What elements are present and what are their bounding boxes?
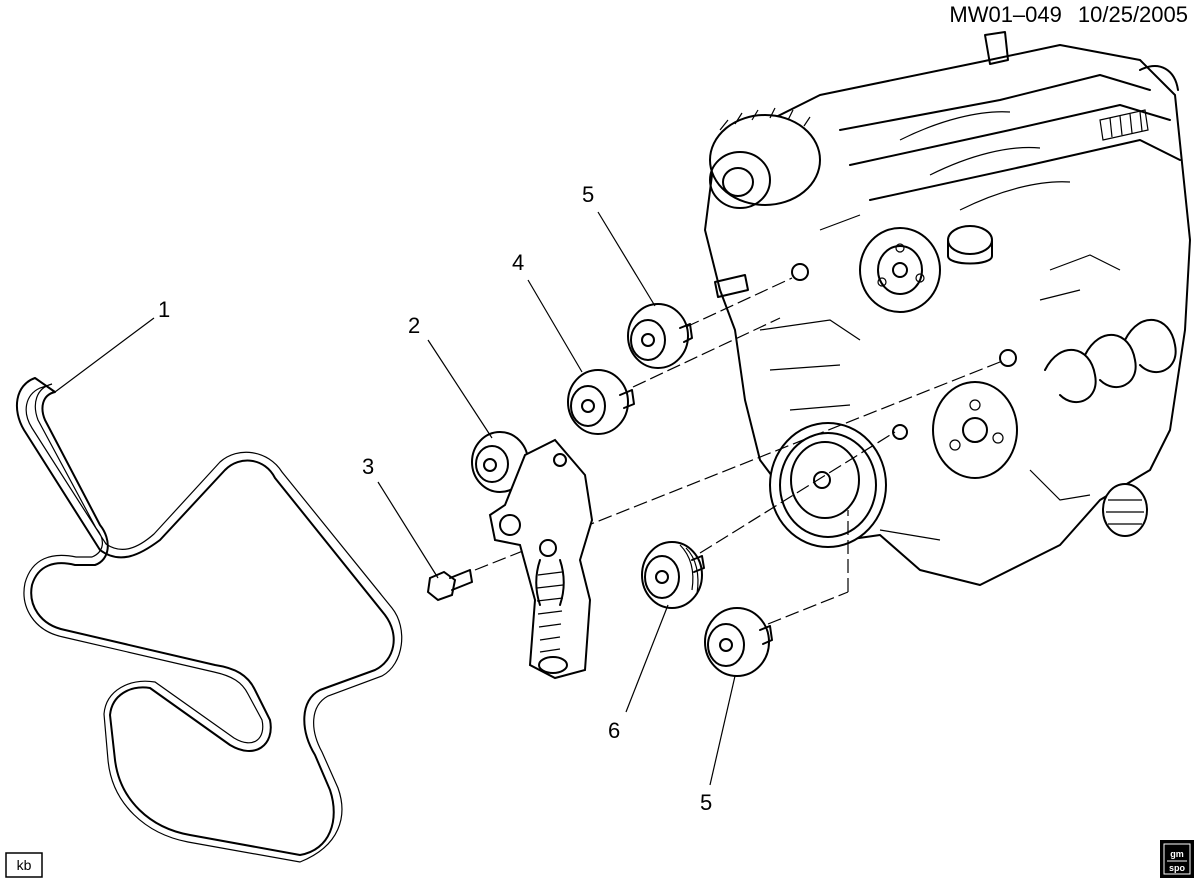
leader-6 [625, 604, 669, 713]
drawing-date: 10/25/2005 [1078, 2, 1188, 27]
gm-spo-logo: gm spo [1160, 840, 1194, 878]
drawing-code: MW01–049 [949, 2, 1062, 27]
corner-stamp: kb [5, 852, 43, 878]
leader-5-lower [709, 675, 736, 786]
tensioner-bolt [426, 569, 473, 602]
lower-idler-mount [892, 424, 908, 440]
intake-cover-slots [1099, 109, 1149, 141]
reservoir-cap [947, 225, 993, 265]
power-steering-pulley [859, 227, 941, 313]
leader-lines [54, 211, 736, 786]
intake-ridge-3 [869, 139, 1181, 201]
idler-pulley-5-upper [627, 303, 693, 369]
engine-block-outline [704, 44, 1191, 586]
vacuum-hose [1139, 65, 1179, 91]
tensioner-mount [999, 349, 1017, 367]
callout-5-upper-label: 5 [582, 182, 594, 207]
crankshaft-pulley [769, 422, 887, 548]
leader-3 [377, 481, 439, 579]
leader-1 [54, 317, 155, 393]
drawing-header: MW01–049 10/25/2005 [949, 2, 1188, 27]
leader-2 [427, 339, 493, 439]
upper-idler-mount [791, 263, 809, 281]
mounting-stud [714, 274, 749, 298]
callout-2-label: 2 [408, 313, 420, 338]
callout-6-label: 6 [608, 718, 620, 743]
idler-pulley-6 [641, 541, 705, 609]
engine-detail-lines [759, 214, 1121, 541]
idler-pulley-5-lower [704, 607, 773, 677]
belt-tensioner [471, 431, 594, 680]
callout-4-label: 4 [512, 250, 524, 275]
intake-ridge-1 [839, 74, 1151, 131]
logo-line2: spo [1169, 863, 1186, 873]
callout-1-label: 1 [158, 297, 170, 322]
intake-runners [899, 111, 1071, 211]
oil-filter [1102, 483, 1148, 537]
leader-5-upper [597, 211, 656, 307]
alternator [709, 107, 821, 209]
logo-line1: gm [1170, 849, 1184, 859]
water-pump-pulley [932, 381, 1018, 479]
callout-3-label: 3 [362, 454, 374, 479]
exhaust-manifold [1044, 319, 1177, 404]
callout-5-lower-label: 5 [700, 790, 712, 815]
idler-pulley-4 [567, 369, 635, 435]
lifting-bracket [984, 31, 1009, 65]
leader-4 [527, 279, 583, 373]
engine-assembly [704, 31, 1191, 586]
corner-stamp-text: kb [17, 857, 32, 873]
drive-belt [16, 377, 403, 863]
